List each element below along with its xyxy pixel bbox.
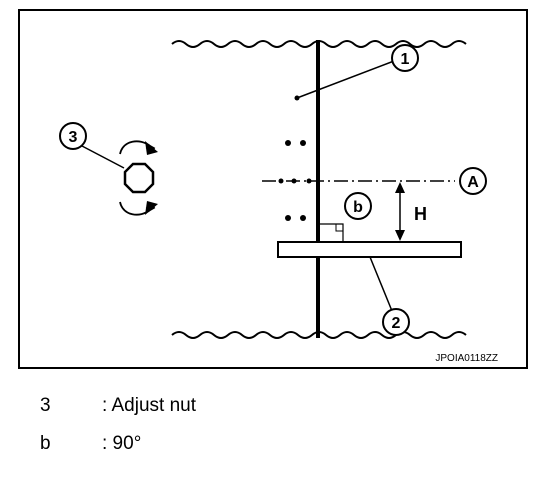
reference-line-dots (278, 178, 312, 184)
height-label: H (414, 204, 427, 224)
right-angle-box (335, 223, 344, 232)
callout-2-circle (382, 308, 410, 336)
dimension-arrow-top (395, 182, 405, 193)
legend-symbol: b (40, 433, 51, 454)
rotate-counterclockwise-icon (119, 201, 158, 216)
rotate-clockwise-icon (119, 140, 158, 155)
figure-code: JPOIA0118ZZ (435, 353, 498, 364)
adjust-nut-icon (123, 162, 155, 194)
dots (285, 95, 306, 221)
legend-text: : 90° (102, 433, 142, 454)
callout-b-text: b (353, 199, 363, 216)
callout-1-circle (391, 44, 419, 72)
legend-symbol: 3 (40, 395, 51, 416)
callout-a-circle (459, 167, 487, 195)
callout-2-leader (369, 256, 393, 312)
dimension-arrow-bottom (395, 230, 405, 241)
plate (277, 241, 462, 258)
diagram: H 1 2 A b 3 JPOIA0118ZZ (18, 9, 528, 369)
diagram-frame (18, 9, 528, 369)
legend-text: : Adjust nut (102, 395, 197, 416)
callout-a-text: A (467, 174, 479, 191)
callout-3-circle (59, 122, 87, 150)
callout-1-text: 1 (401, 51, 410, 68)
callout-1-leader (296, 60, 395, 99)
callout-3-leader (81, 145, 125, 169)
callout-3-text: 3 (69, 129, 78, 146)
callout-2-text: 2 (392, 315, 401, 332)
right-angle-marker (320, 223, 344, 242)
callout-b-circle (344, 192, 372, 220)
